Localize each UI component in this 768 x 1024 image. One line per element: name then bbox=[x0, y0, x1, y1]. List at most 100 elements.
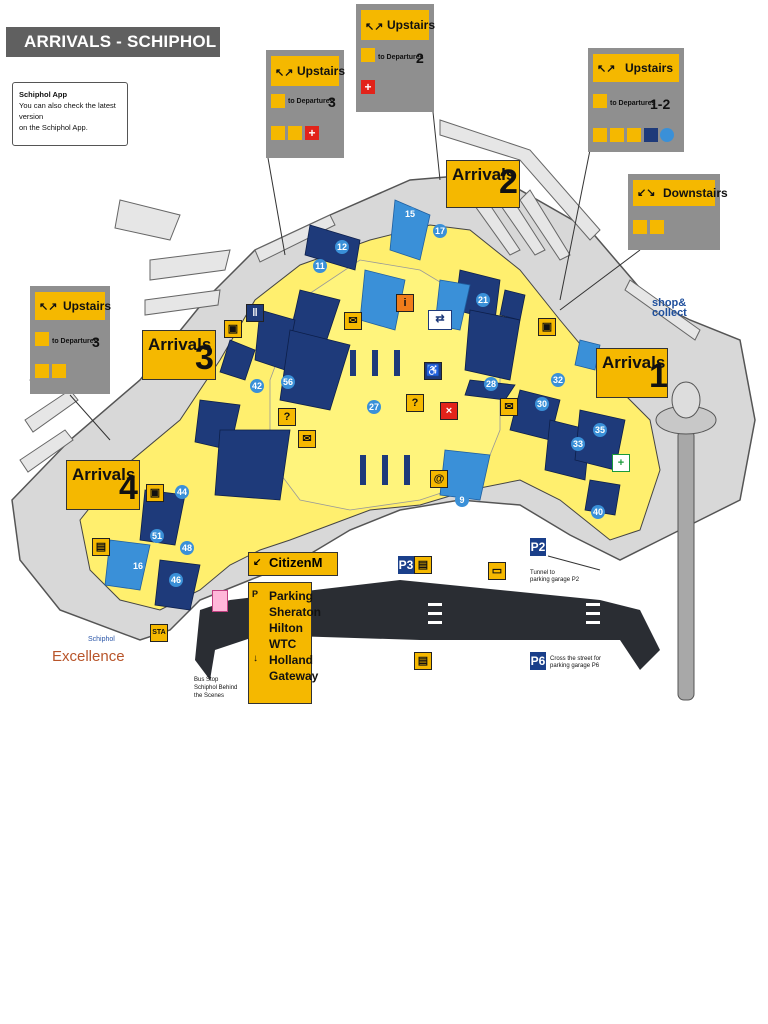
app-note-line2: on the Schiphol App. bbox=[19, 123, 88, 132]
dest-hilton: Hilton bbox=[269, 621, 303, 635]
service-units bbox=[104, 199, 601, 591]
arrivals-label: Arrivals bbox=[602, 353, 666, 372]
unit-19-marker bbox=[660, 128, 674, 142]
bus-stop-sign-icon bbox=[212, 590, 228, 612]
arrivals-1-sign: Arrivals 1 bbox=[596, 348, 668, 398]
arrivals-label: Arrivals bbox=[452, 165, 516, 184]
svg-text:42: 42 bbox=[252, 381, 262, 391]
escalator-up-icon bbox=[610, 128, 624, 142]
svg-text:51: 51 bbox=[152, 531, 162, 541]
downstairs-sign: ↙↘ Downstairs bbox=[633, 180, 728, 206]
downstairs-box: ↙↘ Downstairs bbox=[628, 174, 728, 250]
excellence-brand: Schiphol bbox=[88, 636, 115, 643]
parking-p6-note: Cross the street for parking garage P6 bbox=[550, 656, 601, 670]
luggage-icon: ▣ bbox=[538, 318, 556, 336]
departures-label: to Departures bbox=[52, 338, 98, 345]
upstairs-box-departures-3: ↖↗ Upstairs to Departures 3 + bbox=[266, 50, 345, 158]
escalator-down-icon: ↙↘ bbox=[637, 187, 656, 199]
arrivals-number: 2 bbox=[499, 163, 518, 201]
citizenm-label: CitizenM bbox=[269, 555, 323, 570]
svg-text:12: 12 bbox=[337, 242, 347, 252]
escalator-icon: ↖↗ bbox=[275, 67, 294, 79]
svg-text:30: 30 bbox=[537, 399, 547, 409]
leader-lines bbox=[69, 111, 641, 571]
elevator-icon bbox=[593, 128, 607, 142]
dest-gateway: Gateway bbox=[269, 669, 319, 683]
downstairs-label: Downstairs bbox=[663, 186, 728, 200]
departures-label: to Departures bbox=[288, 98, 334, 105]
destinations-sign: P Parking Sheraton Hilton WTC ↓ Holland … bbox=[248, 582, 321, 704]
arrivals-number: 4 bbox=[119, 469, 138, 507]
parking-p6-note-line2: parking garage P6 bbox=[550, 663, 600, 669]
departures-label: to Departures bbox=[378, 54, 424, 61]
parking-p2-icon: P2 bbox=[530, 538, 546, 556]
svg-text:33: 33 bbox=[573, 439, 583, 449]
app-note: Schiphol App You can also check the late… bbox=[12, 82, 128, 146]
shop-units bbox=[139, 224, 626, 611]
question-icon: ? bbox=[278, 408, 296, 426]
escalator-up-icon bbox=[52, 364, 66, 378]
gate-pads bbox=[350, 350, 410, 485]
escalator-icon: ↖↗ bbox=[39, 301, 58, 313]
upstairs-label: Upstairs bbox=[625, 61, 674, 75]
page-title: ARRIVALS - SCHIPHOL PLAZA bbox=[6, 27, 220, 81]
svg-text:28: 28 bbox=[486, 379, 496, 389]
svg-text:15: 15 bbox=[405, 209, 415, 219]
arrow-down-icon: ↓ bbox=[253, 653, 258, 664]
dest-holland: Holland bbox=[269, 653, 313, 667]
svg-text:46: 46 bbox=[171, 575, 181, 585]
bus-icon: ▤ bbox=[414, 652, 432, 670]
train-station-icon: ⇄ bbox=[428, 310, 452, 330]
toilet-icon bbox=[644, 128, 658, 142]
arrow-down-left-icon: ↙ bbox=[253, 557, 262, 568]
upstairs-box-departures-3-left: ↖↗ Upstairs to Departures 3 bbox=[30, 286, 111, 394]
svg-text:44: 44 bbox=[177, 487, 187, 497]
parking-p2-note-line2: parking garage P2 bbox=[530, 577, 580, 583]
arrivals-number: 1 bbox=[649, 357, 668, 395]
mail-icon: ✉ bbox=[500, 398, 518, 416]
arrivals-4-sign: Arrivals 4 bbox=[66, 460, 140, 510]
svg-text:35: 35 bbox=[595, 425, 605, 435]
upstairs-sign: ↖↗ Upstairs bbox=[35, 292, 111, 320]
elevator-icon bbox=[633, 220, 647, 234]
elevator-icon bbox=[271, 126, 285, 140]
bus-stop-line1: Bus Stop bbox=[194, 677, 219, 683]
svg-text:9: 9 bbox=[459, 495, 464, 505]
shop-collect-logo: shop& collect bbox=[652, 298, 687, 319]
no-entry-icon: × bbox=[440, 402, 458, 420]
bus-stop-line3: the Scenes bbox=[194, 693, 225, 699]
svg-text:40: 40 bbox=[593, 507, 603, 517]
question-icon: ? bbox=[406, 394, 424, 412]
toilet-icon: ‖ bbox=[246, 304, 264, 322]
mail-icon: ✉ bbox=[344, 312, 362, 330]
at-sign-icon: @ bbox=[430, 470, 448, 488]
shop-collect-line2: collect bbox=[652, 307, 687, 319]
departures-number: 3 bbox=[92, 334, 100, 350]
escalator-icon: ↖↗ bbox=[597, 63, 616, 75]
dest-parking: Parking bbox=[269, 589, 314, 603]
upstairs-sign: ↖↗ Upstairs bbox=[361, 10, 435, 40]
parking-p6-icon: P6 bbox=[530, 652, 546, 670]
crosswalk bbox=[428, 603, 600, 624]
first-aid-icon: + bbox=[612, 454, 630, 472]
wheelchair-icon: ♿ bbox=[424, 362, 442, 380]
departures-number: 1-2 bbox=[650, 96, 671, 112]
parking-p2-note: Tunnel to parking garage P2 bbox=[530, 570, 579, 584]
bus-icon: ▤ bbox=[414, 556, 432, 574]
upstairs-sign: ↖↗ Upstairs bbox=[593, 54, 679, 82]
luggage-icon: ▣ bbox=[224, 320, 242, 338]
departures-number: 2 bbox=[416, 50, 424, 66]
svg-text:27: 27 bbox=[369, 402, 379, 412]
unit-number-markers: 12 11 15 17 21 28 30 32 33 35 40 56 42 4… bbox=[131, 207, 607, 587]
escalator-icon: ↖↗ bbox=[365, 21, 384, 33]
bus-icon: ▤ bbox=[92, 538, 110, 556]
departures-number: 3 bbox=[328, 94, 336, 110]
upstairs-box-departures-1-2: ↖↗ Upstairs to Departures 1-2 bbox=[588, 48, 684, 152]
app-note-heading: Schiphol App bbox=[19, 90, 68, 99]
first-aid-icon: + bbox=[361, 80, 375, 94]
control-tower-icon bbox=[655, 381, 717, 701]
departures-label: to Departures bbox=[610, 100, 656, 107]
parking-p3-icon: P3 bbox=[398, 556, 414, 574]
upstairs-sign: ↖↗ Upstairs bbox=[271, 56, 345, 86]
